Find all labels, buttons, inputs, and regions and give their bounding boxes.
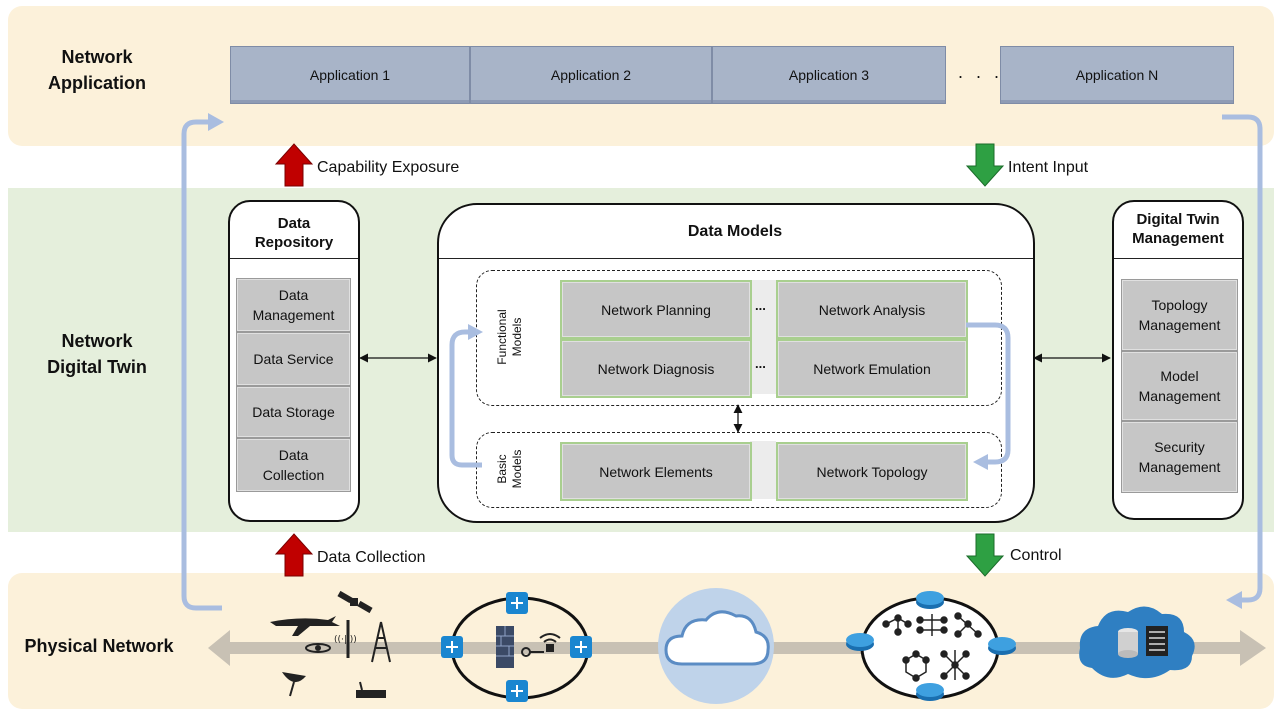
router-icon [988,637,1016,655]
server-rack-icon [1146,626,1168,656]
digital-twin-management-divider [1114,258,1242,259]
key-icon [521,647,544,657]
functional-ellipsis-bottom: ... [755,356,766,371]
router-icon [356,681,386,698]
wireless-signal-icon: ((·|·)) [334,635,357,645]
backbone-right-end [1240,630,1266,666]
data-service-box[interactable]: Data Service [236,332,351,386]
control-label: Control [1010,547,1062,564]
intent-input-arrow [965,143,1005,187]
application-n-box[interactable]: Application N [1000,46,1234,104]
basic-strip [750,441,776,499]
physical-network-label: Physical Network [24,636,174,656]
data-storage-box[interactable]: Data Storage [236,386,351,438]
data-repository-divider [230,258,358,259]
intent-input-label: Intent Input [1008,159,1089,176]
firewall-icon [496,626,514,668]
right-loop-arrow [1222,114,1263,603]
application-1-box[interactable]: Application 1 [230,46,470,104]
switch-icon [506,592,528,614]
application-3-box[interactable]: Application 3 [712,46,946,104]
svg-text:((·|·)): ((·|·)) [334,635,357,645]
applications-ellipsis: . . . [958,62,1004,82]
network-diagnosis-box[interactable]: Network Diagnosis [560,339,752,398]
data-collection-arrow [274,533,314,577]
switch-icon [570,636,592,658]
database-icon [1118,628,1138,658]
data-models-divider [439,258,1033,259]
capability-exposure-arrow [274,143,314,187]
switch-icon [441,636,463,658]
airplane-icon [270,616,340,636]
switch-icon [506,680,528,702]
network-elements-box[interactable]: Network Elements [560,442,752,501]
application-2-box[interactable]: Application 2 [470,46,712,104]
network-topology-box[interactable]: Network Topology [776,442,968,501]
backbone-left-end [208,630,230,666]
antenna-tower-icon [371,621,391,663]
capability-exposure-label: Capability Exposure [317,159,460,176]
satellite-icon [337,590,373,614]
control-arrow [965,533,1005,577]
network-planning-box[interactable]: Network Planning [560,280,752,339]
network-emulation-box[interactable]: Network Emulation [776,339,968,398]
wifi-lock-icon [539,633,561,652]
basic-to-functional-arrow [449,329,482,468]
data-collection-label: Data Collection [317,549,426,566]
functional-ellipsis-strip [750,280,776,394]
network-analysis-box[interactable]: Network Analysis [776,280,968,339]
router-icon [916,683,944,701]
router-icon [846,633,874,651]
left-loop-arrow [181,119,222,611]
satellite-dish-icon [282,672,306,697]
drone-icon [305,643,331,653]
topology-graph-icon [882,612,982,682]
functional-ellipsis-top: ... [755,298,766,313]
functional-to-basic-arrow [966,322,1011,465]
router-icon [916,591,944,609]
cloud-icon [664,610,770,666]
data-models-title: Data Models [687,223,783,240]
